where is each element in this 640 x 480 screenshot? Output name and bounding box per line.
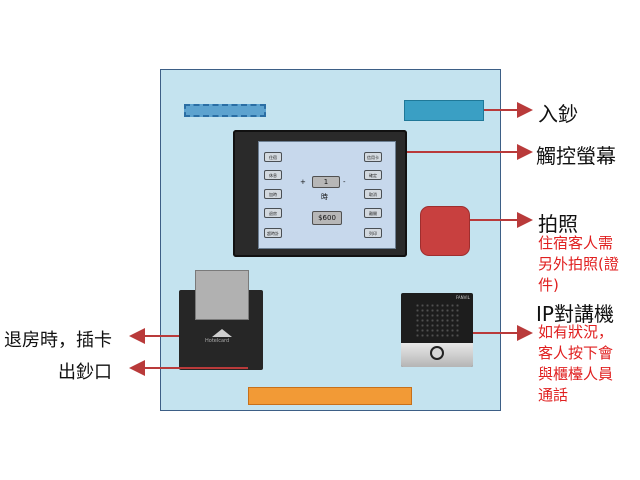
camera xyxy=(420,206,470,256)
speaker-grille xyxy=(415,303,459,337)
intercom-note-line: 如有狀況， xyxy=(538,323,614,341)
label-cash-out: 出鈔口 xyxy=(58,362,112,383)
screen-button-cancel[interactable]: 取消 xyxy=(364,189,382,199)
screen-button-confirm[interactable]: 確定 xyxy=(364,170,382,180)
photo-note-line: 另外拍照(證 xyxy=(538,255,619,273)
screen-button-checkout[interactable]: 退房 xyxy=(264,208,282,218)
label-cash-in: 入鈔 xyxy=(538,102,578,126)
price-display: $600 xyxy=(312,211,342,225)
hours-value: 1 xyxy=(312,176,340,188)
cash-out-slot[interactable] xyxy=(248,387,412,405)
keycard[interactable] xyxy=(195,270,249,320)
screen-button-overtime[interactable]: 超時計 xyxy=(264,228,282,238)
label-photo: 拍照 xyxy=(538,212,578,236)
intercom-call-button[interactable] xyxy=(430,346,444,360)
label-touchscreen: 觸控螢幕 xyxy=(536,144,616,168)
screen-button-credit-card[interactable]: 信用卡 xyxy=(364,152,382,162)
keycard-brand-logo: Hotelcard xyxy=(205,338,230,344)
intercom-note-line: 通話 xyxy=(538,386,569,404)
intercom-note: 如有狀況， 客人按下會 與櫃檯人員 通話 xyxy=(538,322,613,406)
screen-button-stay[interactable]: 住宿 xyxy=(264,152,282,162)
minus-button[interactable]: - xyxy=(343,178,346,186)
photo-note: 住宿客人需 另外拍照(證 件) xyxy=(538,233,619,296)
insert-arrow-icon xyxy=(212,329,232,337)
photo-note-line: 住宿客人需 xyxy=(538,234,614,252)
intercom-note-line: 與櫃檯人員 xyxy=(538,365,614,383)
label-intercom: IP對講機 xyxy=(536,302,614,326)
screen-button-add-time[interactable]: 加時 xyxy=(264,189,282,199)
screen-button-print[interactable]: 列印 xyxy=(364,228,382,238)
intercom-brand-logo: FANVIL xyxy=(456,295,470,300)
plus-button[interactable]: + xyxy=(300,178,306,186)
dashed-slot xyxy=(184,104,266,117)
cash-in-slot[interactable] xyxy=(404,100,484,121)
photo-note-line: 件) xyxy=(538,276,559,294)
screen-button-rest[interactable]: 休息 xyxy=(264,170,282,180)
hours-unit: 時 xyxy=(321,193,328,201)
label-checkout: 退房時，插卡 xyxy=(4,330,112,351)
intercom-note-line: 客人按下會 xyxy=(538,344,614,362)
screen-button-exit[interactable]: 離開 xyxy=(364,208,382,218)
